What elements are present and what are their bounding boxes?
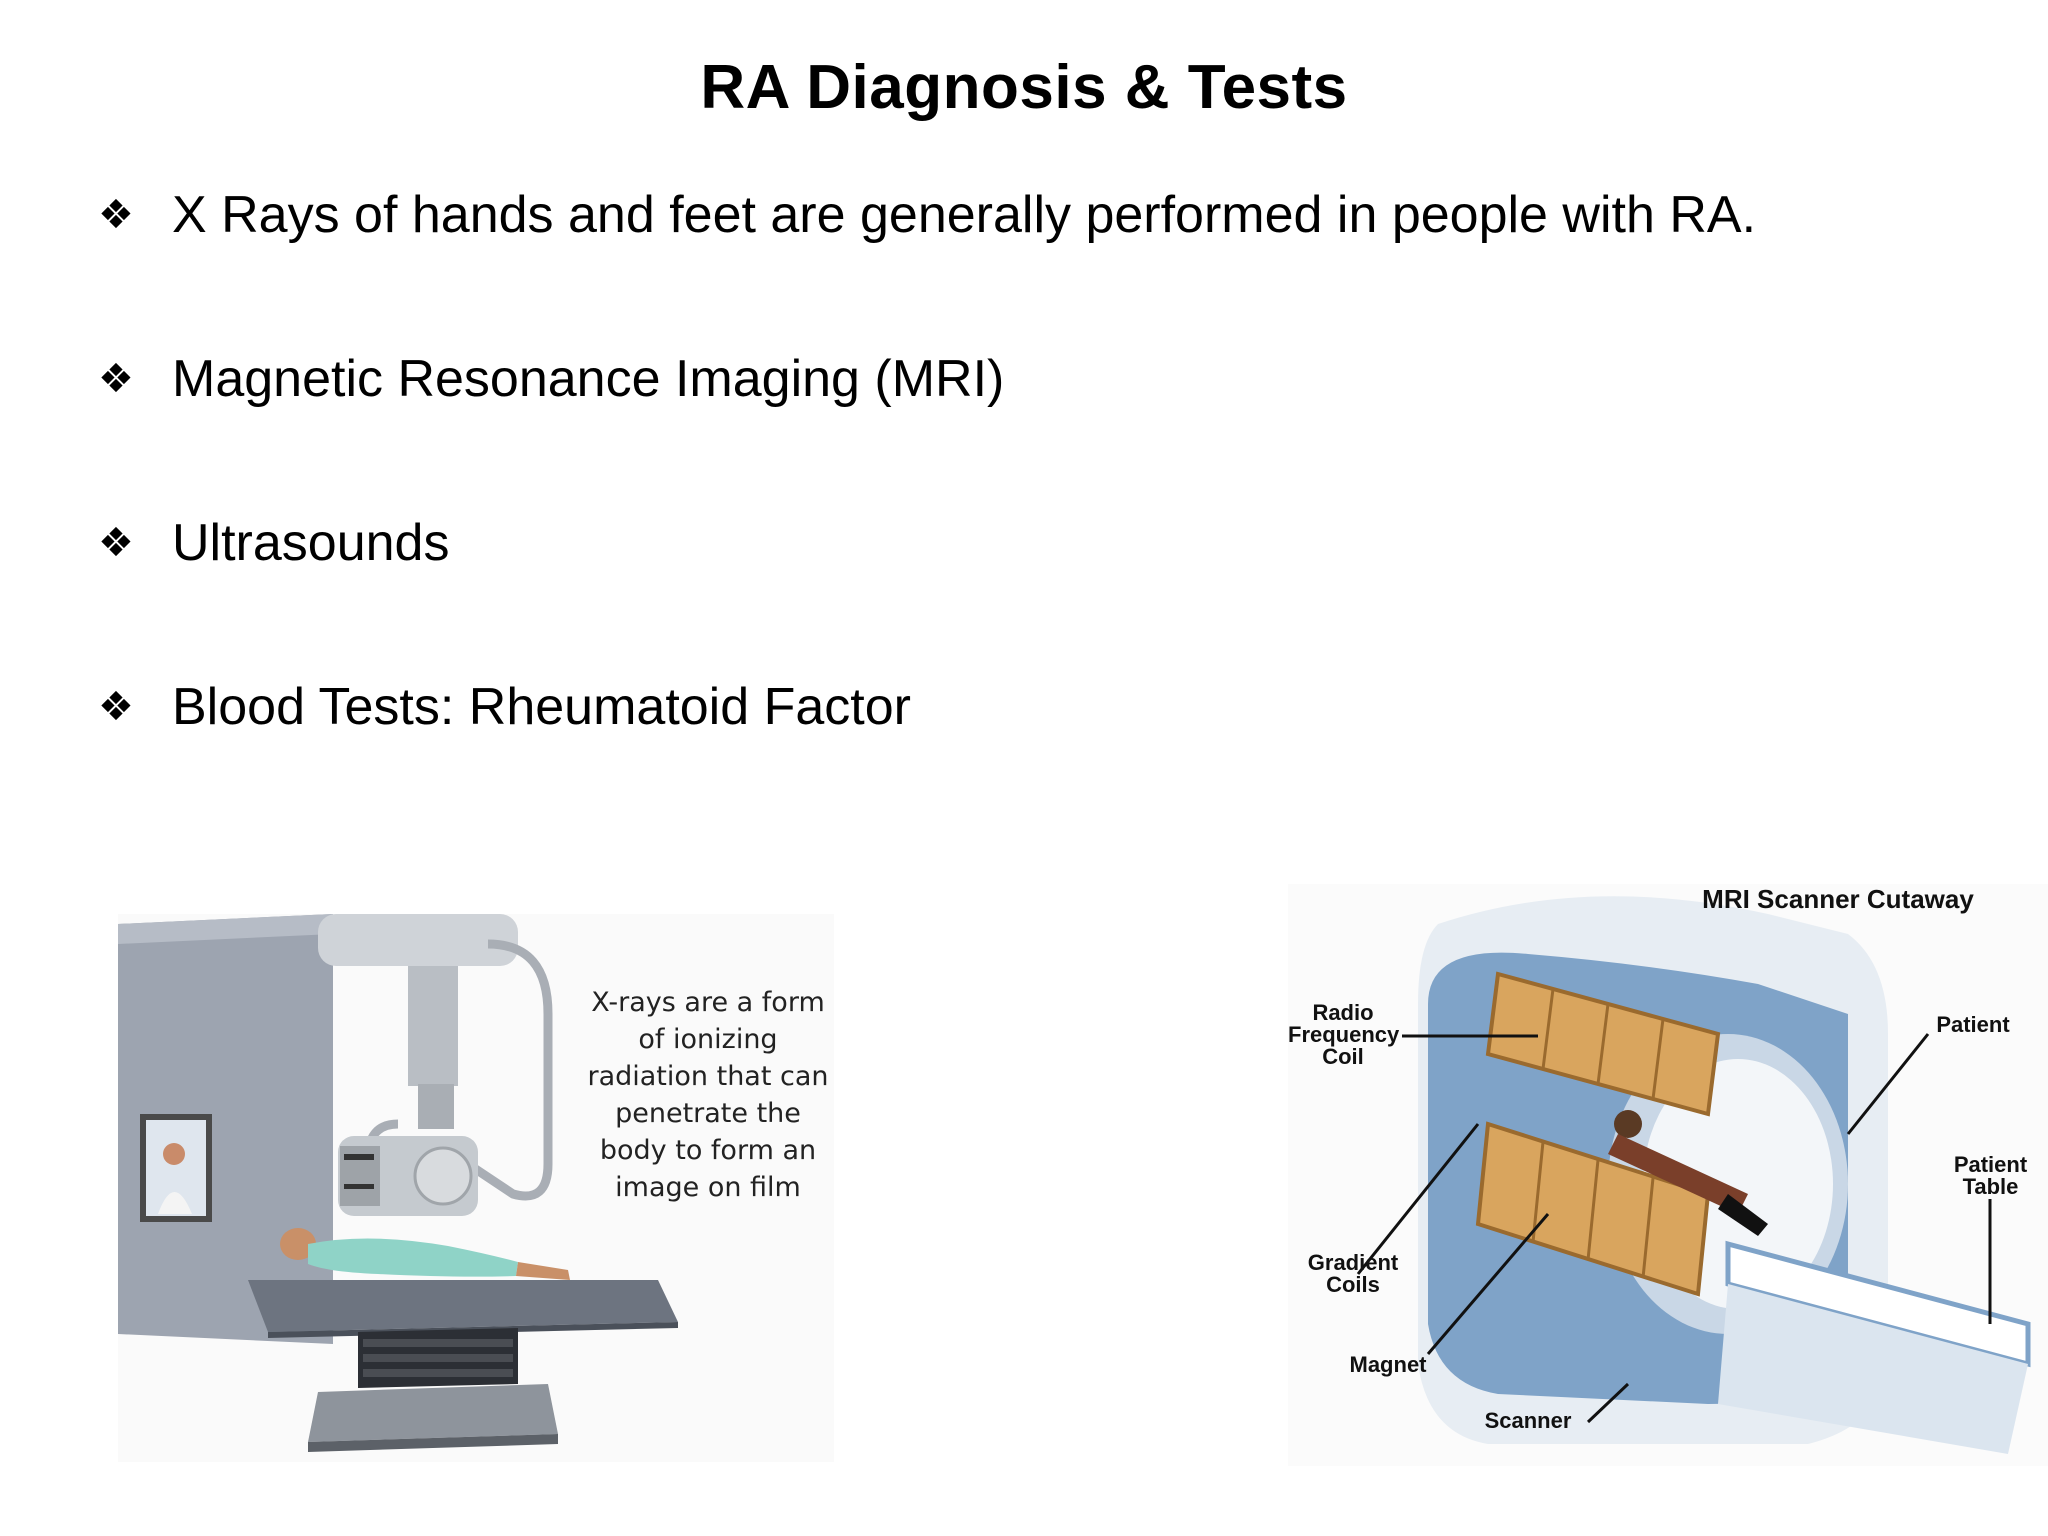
label-magnet: Magnet <box>1349 1352 1427 1377</box>
bullet-text: Blood Tests: Rheumatoid Factor <box>172 678 911 736</box>
diamond-bullet-icon: ❖ <box>98 193 134 237</box>
mri-patient-head <box>1614 1110 1642 1138</box>
patient-head <box>280 1228 316 1260</box>
bullet-text: Ultrasounds <box>172 514 450 572</box>
label-radio-frequency-coil: Radio Frequency Coil <box>1288 1000 1400 1069</box>
ceiling-mount <box>318 914 518 966</box>
patient-gown <box>308 1238 518 1277</box>
bullet-text: X Rays of hands and feet are generally p… <box>172 186 1757 244</box>
xray-caption: X-rays are a form of ionizing radiation … <box>587 987 829 1203</box>
xray-room-wall <box>118 914 333 1344</box>
bullet-item: ❖ Ultrasounds <box>98 508 449 578</box>
slide-title: RA Diagnosis & Tests <box>700 53 1348 122</box>
label-gradient-coils: Gradient Coils <box>1307 1250 1399 1297</box>
bullet-item: ❖ Blood Tests: Rheumatoid Factor <box>98 672 911 742</box>
diamond-bullet-icon: ❖ <box>98 685 134 729</box>
label-patient: Patient <box>1936 1012 2010 1037</box>
bullet-item: ❖ Magnetic Resonance Imaging (MRI) <box>98 344 1004 414</box>
bullet-text: Magnetic Resonance Imaging (MRI) <box>172 350 1005 408</box>
mri-illustration: MRI Scanner Cutaway Radio Frequency Coil… <box>1288 884 2048 1466</box>
label-scanner: Scanner <box>1484 1408 1572 1433</box>
bullet-item: ❖ X Rays of hands and feet are generally… <box>98 180 1756 250</box>
mri-diagram-title: MRI Scanner Cutaway <box>1702 884 1974 914</box>
diamond-bullet-icon: ❖ <box>98 521 134 565</box>
mri-patient-body <box>1608 1134 1748 1214</box>
mri-scene <box>1356 896 2031 1454</box>
diamond-bullet-icon: ❖ <box>98 357 134 401</box>
label-patient-table: Patient Table <box>1953 1152 2028 1199</box>
xray-illustration: X-rays are a form of ionizing radiation … <box>118 914 834 1462</box>
xray-scene <box>118 914 678 1452</box>
xray-table-top <box>248 1280 678 1332</box>
